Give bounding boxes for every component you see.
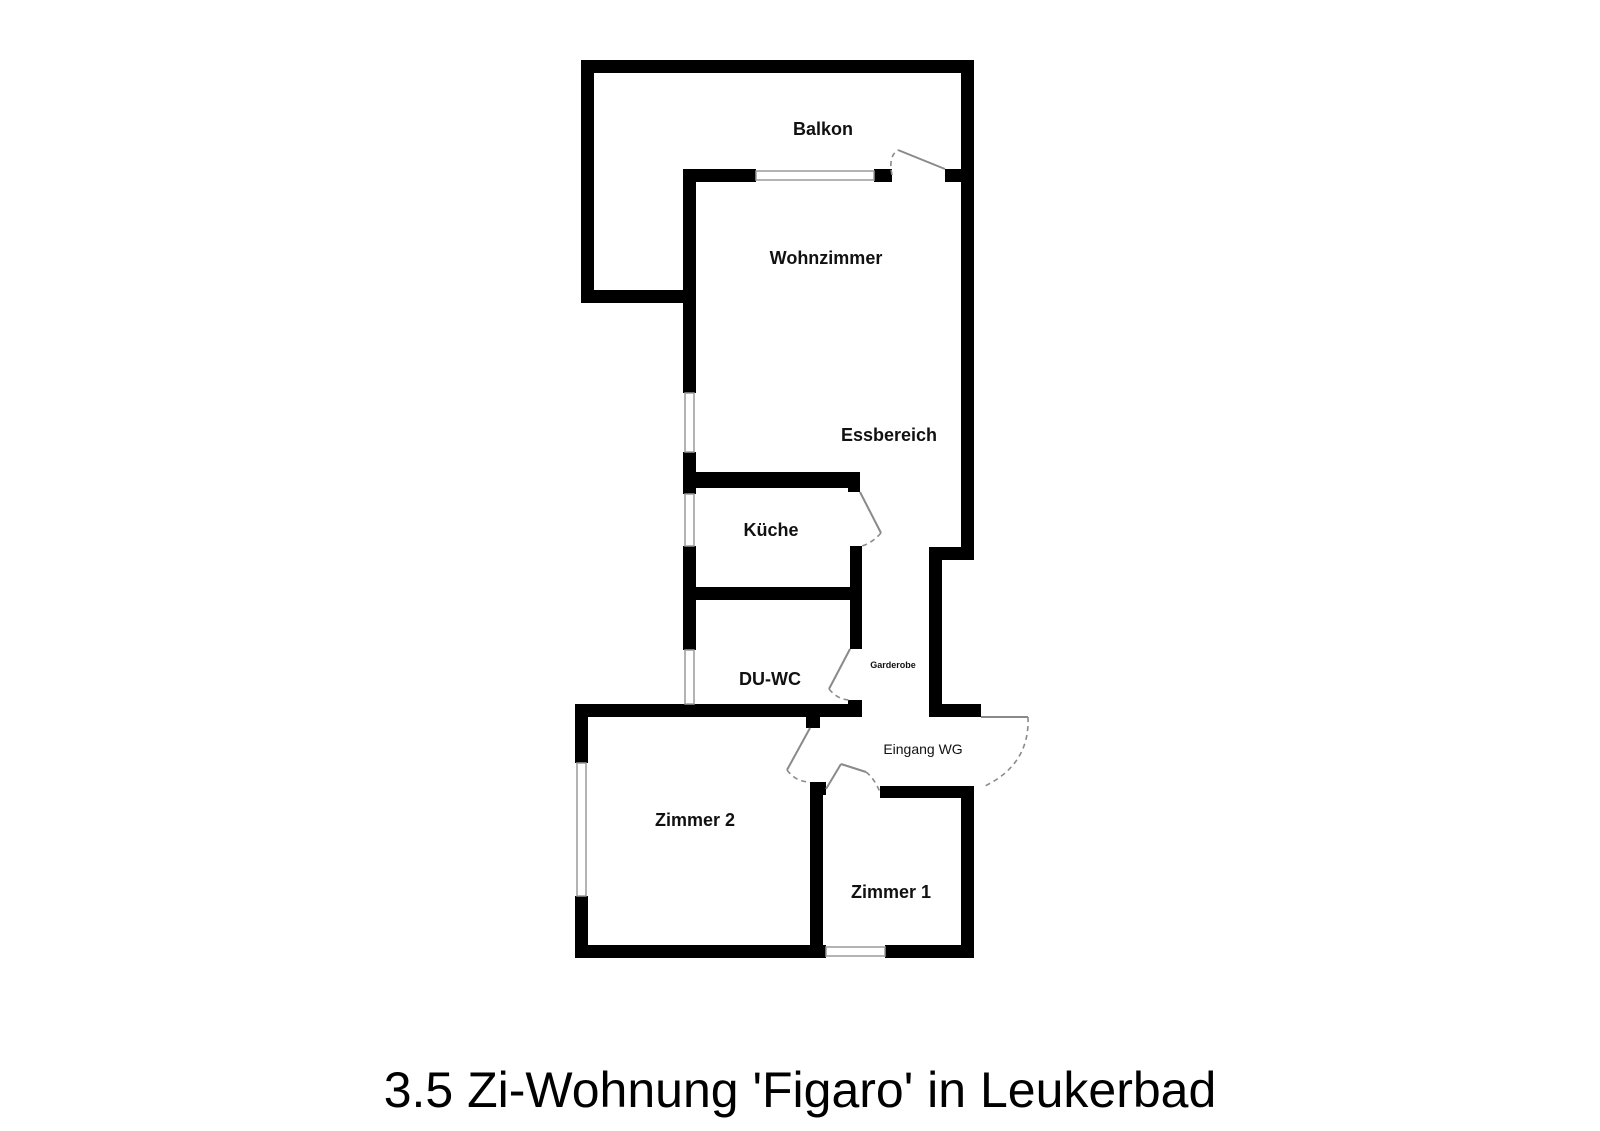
living-top-wall-mid — [874, 169, 892, 182]
balcony-door-leaf[interactable] — [897, 149, 946, 170]
room1-door-leaf-2 — [840, 763, 867, 773]
wc-door-swing — [828, 688, 851, 701]
wc-right-wall — [850, 587, 862, 649]
kitchen-left-window — [684, 493, 695, 547]
kitchen-bottom-wall — [683, 587, 862, 600]
corridor-right-stub — [929, 704, 981, 717]
room1-top-wall-left — [810, 782, 826, 795]
kitchen-door-swing — [861, 532, 882, 547]
living-left-window — [684, 392, 695, 453]
label-eingang: Eingang WG — [883, 741, 962, 757]
label-zimmer1: Zimmer 1 — [851, 882, 931, 902]
living-left-wall-upper — [683, 169, 696, 393]
label-wohnzimmer: Wohnzimmer — [770, 248, 883, 268]
walls — [575, 60, 981, 958]
room1-bottom-window — [825, 946, 886, 957]
wc-left-window — [684, 649, 695, 705]
balcony-door-swing — [890, 149, 899, 176]
room2-left-window — [576, 762, 587, 897]
label-kueche: Küche — [743, 520, 798, 540]
room1-door-leaf[interactable] — [825, 763, 842, 790]
balcony-wall-top — [581, 60, 974, 73]
doors — [786, 149, 1029, 793]
label-garderobe: Garderobe — [870, 660, 916, 670]
room2-left-wall-upper — [575, 704, 588, 763]
room2-left-wall-lower — [575, 896, 588, 958]
kitchen-right-wall-top — [848, 472, 860, 492]
kitchen-left-wall — [683, 546, 696, 596]
room1-right-wall — [961, 786, 974, 958]
room-labels: Balkon Wohnzimmer Essbereich Küche DU-WC… — [655, 119, 963, 902]
corridor-right-wall — [929, 547, 942, 717]
balcony-wall-bottom — [581, 290, 689, 303]
room1-door-swing — [865, 771, 881, 793]
room2-top-wall — [575, 704, 862, 717]
living-right-wall — [961, 169, 974, 557]
room1-bottom-wall-right — [885, 945, 974, 958]
room2-door-swing — [786, 769, 811, 783]
room2-door-stub-top — [806, 704, 820, 728]
room1-top-wall-right — [880, 786, 974, 798]
balcony-wall-right — [961, 60, 974, 181]
label-zimmer2: Zimmer 2 — [655, 810, 735, 830]
kitchen-top-wall — [683, 472, 860, 488]
wc-left-wall-upper — [683, 587, 696, 650]
room2-bottom-wall — [575, 945, 823, 958]
wc-door-leaf[interactable] — [828, 648, 851, 690]
plan-title: 3.5 Zi-Wohnung 'Figaro' in Leukerbad — [383, 1062, 1217, 1118]
room2-door-leaf[interactable] — [786, 727, 811, 771]
windows — [576, 170, 886, 957]
living-top-window — [755, 170, 875, 181]
label-du-wc: DU-WC — [739, 669, 801, 689]
living-top-wall-left — [683, 169, 756, 182]
room2-right-wall — [810, 782, 823, 958]
label-balkon: Balkon — [793, 119, 853, 139]
kitchen-door-leaf[interactable] — [859, 491, 882, 534]
entrance-door-swing — [984, 716, 1029, 787]
balcony-wall-left — [581, 60, 594, 303]
room1-bottom-wall-left — [810, 945, 826, 958]
label-essbereich: Essbereich — [841, 425, 937, 445]
